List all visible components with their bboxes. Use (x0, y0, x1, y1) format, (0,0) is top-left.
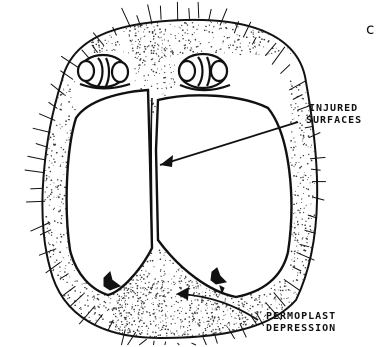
permoplast-label-line2: DEPRESSION (266, 323, 336, 335)
bristle (139, 339, 147, 345)
bristle (265, 43, 276, 56)
bristle (165, 342, 166, 345)
bristle (293, 267, 302, 271)
injured-label-line2: SURFACES (306, 115, 362, 127)
bristle (46, 262, 61, 273)
bristle (312, 197, 324, 200)
bristle (28, 156, 46, 160)
injured-division-line (151, 98, 152, 248)
bristle (280, 65, 290, 74)
bristle (60, 274, 69, 279)
bristle (311, 169, 321, 170)
bristle (71, 294, 84, 306)
bristle (30, 188, 43, 189)
bristle (160, 6, 161, 20)
injured-surfaces-label: INJURED SURFACES (306, 103, 362, 127)
right-upper-structure (179, 54, 230, 90)
bristle (293, 95, 303, 100)
bristle (177, 343, 179, 345)
bristle (148, 5, 152, 23)
injured-label-line1: INJURED (306, 103, 362, 115)
bristle (192, 343, 197, 345)
bristle (203, 337, 206, 345)
bristle (31, 223, 50, 232)
bristle (198, 2, 199, 18)
bristle (272, 47, 285, 65)
left-upper-structure (78, 55, 130, 89)
bristle (289, 80, 306, 90)
bristle (215, 336, 217, 344)
bristle (82, 50, 90, 59)
bristle (61, 56, 79, 68)
bristle (189, 8, 190, 19)
bristle (209, 9, 212, 21)
right-lobe (156, 95, 291, 297)
permoplast-arrowhead (176, 287, 189, 300)
permoplast-depression-label: PERMOPLAST DEPRESSION (266, 311, 336, 335)
bristle (94, 314, 102, 325)
bristle (122, 8, 131, 28)
bristle (25, 170, 45, 173)
permoplast-label-line1: PERMOPLAST (266, 311, 336, 323)
bristle (33, 128, 51, 132)
bristle (128, 332, 136, 345)
bristle (121, 329, 125, 345)
bristle (310, 157, 325, 158)
bristle (284, 279, 300, 290)
left-lobe (67, 90, 152, 295)
bristle (154, 341, 155, 345)
